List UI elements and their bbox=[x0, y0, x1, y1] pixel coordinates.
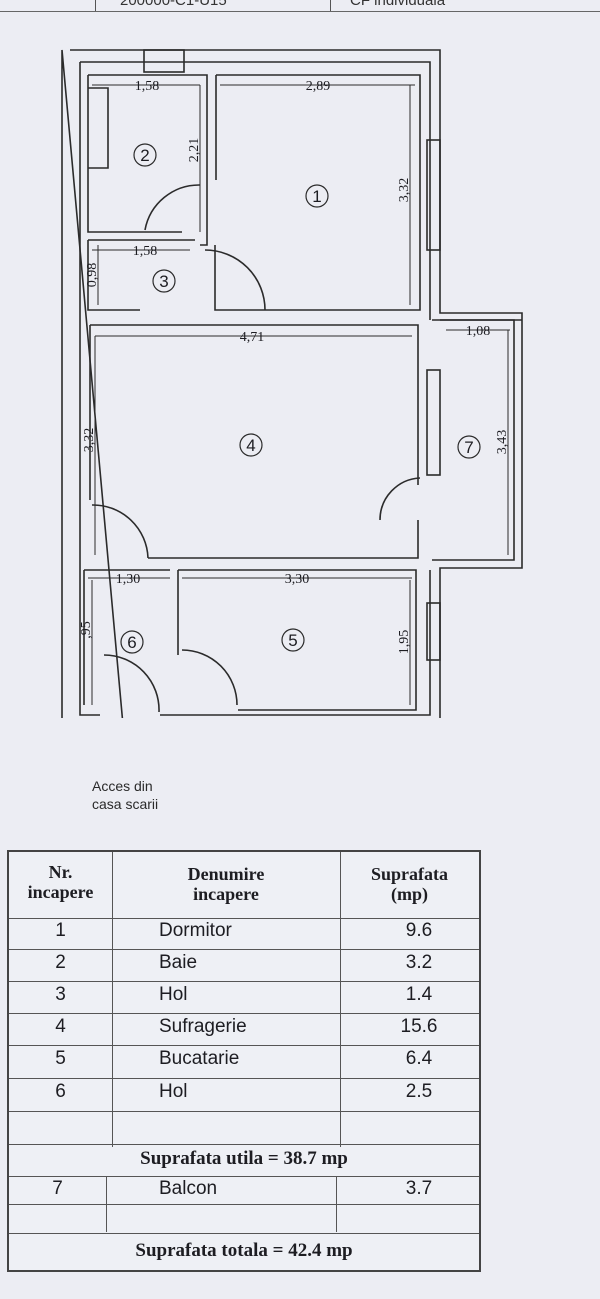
dim-label: 2,21 bbox=[187, 138, 202, 163]
document-type: CF individuala bbox=[350, 0, 446, 9]
dim-label: ,95 bbox=[79, 621, 94, 639]
door-swing-2 bbox=[144, 184, 201, 231]
header-nr: Nr.incapere bbox=[27, 862, 94, 902]
wall-room3 bbox=[87, 239, 195, 311]
dim-label: 1,95 bbox=[397, 630, 412, 655]
top-strip: 200000-C1-U15 CF individuala bbox=[0, 0, 600, 18]
room-label-1: 1 bbox=[312, 187, 321, 206]
door-swing-6 bbox=[103, 654, 160, 713]
document-code: 200000-C1-U15 bbox=[120, 0, 227, 9]
room-label-6: 6 bbox=[127, 633, 136, 652]
access-note: Acces din casa scarii bbox=[92, 777, 158, 813]
grand-area-total: Suprafata totala = 42.4 mp bbox=[135, 1240, 353, 1261]
dim-label: 3,32 bbox=[82, 428, 97, 453]
wall-room1 bbox=[214, 74, 421, 311]
dim-label: 1,30 bbox=[116, 572, 141, 587]
room-label-7: 7 bbox=[464, 438, 473, 457]
dim-label: 3,32 bbox=[397, 178, 412, 203]
door-swing-3 bbox=[204, 249, 266, 311]
door-swing-5 bbox=[181, 649, 238, 706]
window-room4 bbox=[426, 369, 441, 476]
room-label-4: 4 bbox=[246, 436, 255, 455]
dim-label: 1,08 bbox=[466, 324, 491, 339]
dim-label: 4,71 bbox=[240, 330, 265, 345]
useful-area-total: Suprafata utila = 38.7 mp bbox=[140, 1148, 348, 1169]
room-label-2: 2 bbox=[140, 146, 149, 165]
dim-label: 3,43 bbox=[495, 430, 510, 455]
header-suprafata: Suprafata(mp) bbox=[370, 864, 448, 904]
room-label-3: 3 bbox=[159, 272, 168, 291]
wall-room2 bbox=[87, 74, 208, 246]
dim-label: 2,89 bbox=[306, 79, 331, 94]
access-line-2: casa scarii bbox=[92, 796, 159, 812]
wall-room6 bbox=[83, 569, 170, 705]
access-line-1: Acces din bbox=[92, 778, 153, 794]
dim-label: 1,58 bbox=[135, 79, 160, 94]
wall-room5 bbox=[177, 569, 417, 711]
door-swing-7 bbox=[379, 477, 421, 521]
room-label-5: 5 bbox=[288, 631, 297, 650]
floor-plan: 1 2 3 4 7 5 6 1,58 2,89 2,21 3,32 1,58 0… bbox=[0, 18, 600, 718]
dim-label: 3,30 bbox=[285, 572, 310, 587]
window-room1 bbox=[426, 139, 441, 251]
wall-room4 bbox=[89, 324, 419, 559]
dim-label: 1,58 bbox=[133, 244, 158, 259]
door-swing-4 bbox=[91, 504, 149, 559]
outer-wall bbox=[61, 49, 523, 718]
window-top bbox=[143, 49, 185, 73]
window-room5 bbox=[426, 602, 441, 661]
dim-label: 0,98 bbox=[85, 263, 100, 288]
inner-outline bbox=[80, 61, 431, 320]
